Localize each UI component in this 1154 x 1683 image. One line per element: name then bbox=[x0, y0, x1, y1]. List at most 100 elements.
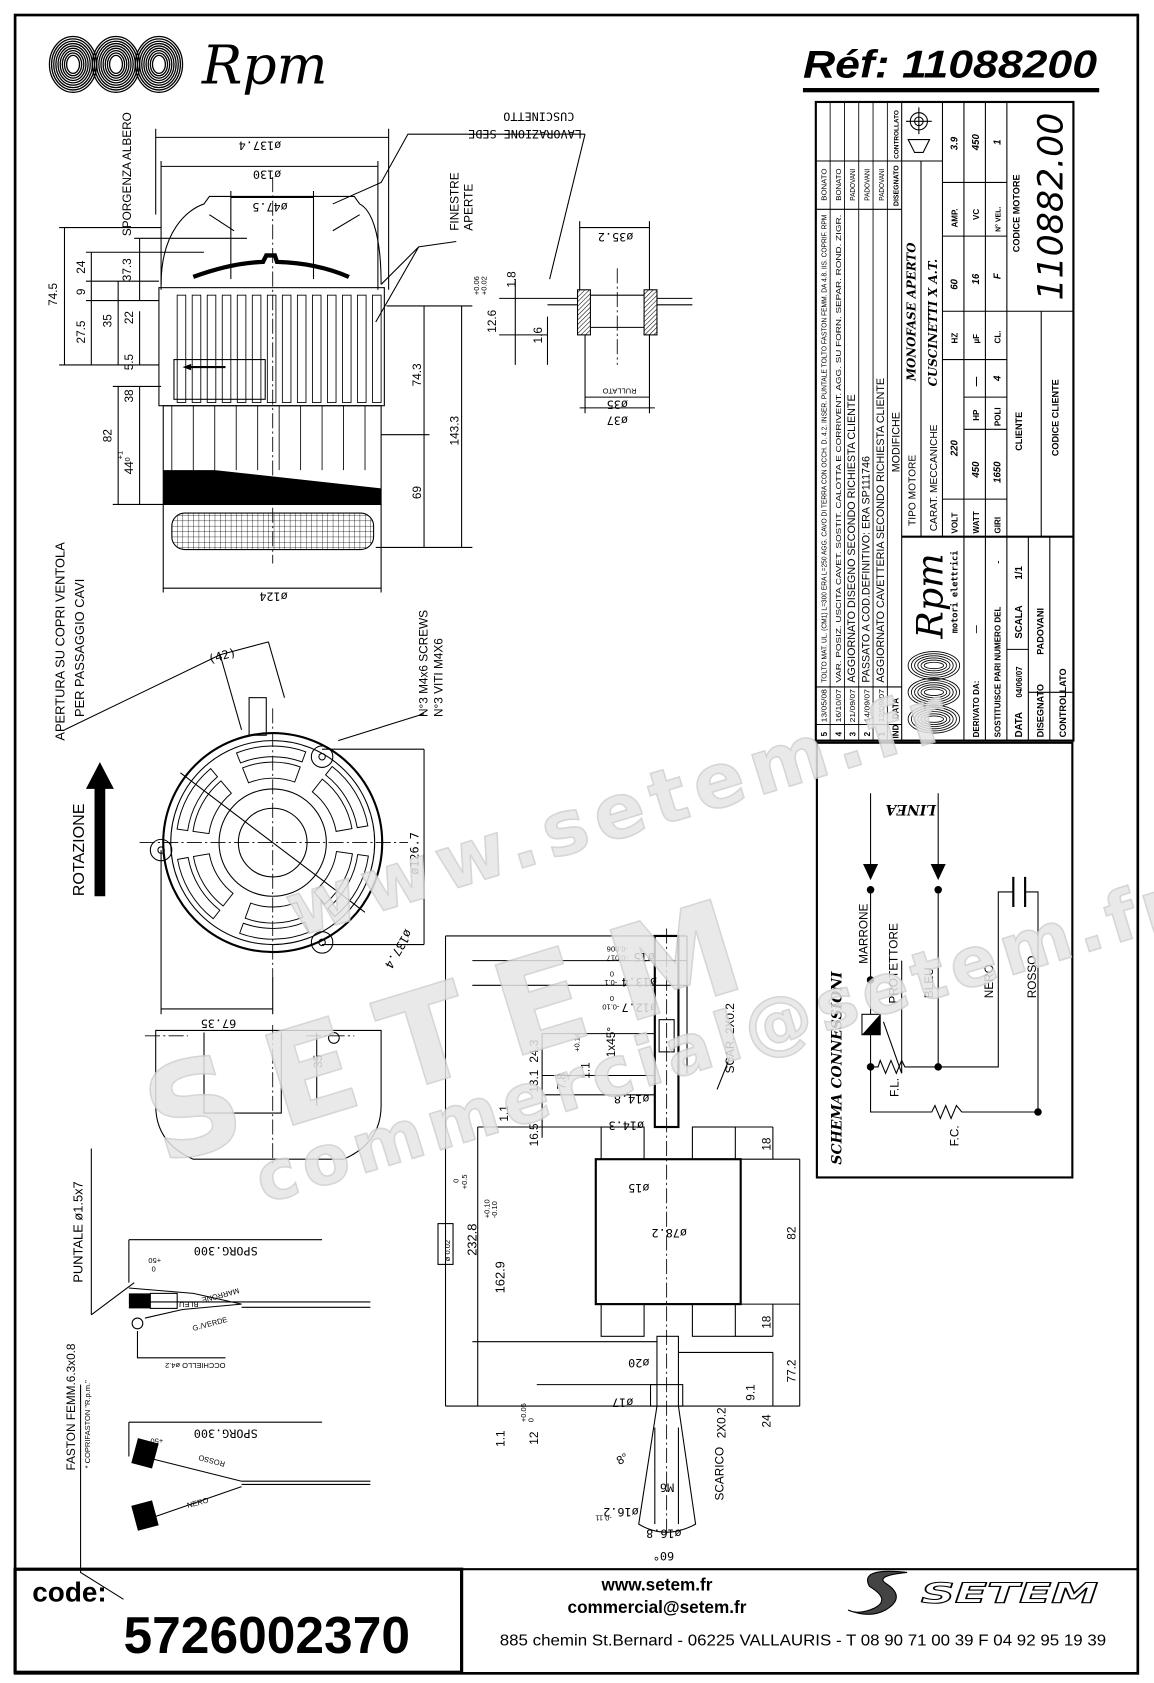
revision-text: TOLTO MAT. UL. (CM1) L=300 ERA L=250 AGG… bbox=[820, 215, 829, 683]
coil-ring bbox=[98, 42, 134, 86]
stator-fin bbox=[296, 294, 307, 403]
stator-fin bbox=[176, 294, 187, 403]
client-code-label: CODICE CLIENTE bbox=[1050, 379, 1060, 456]
dim-tolerance: +0.5 bbox=[460, 1174, 469, 1189]
dim-label: 77.2 bbox=[784, 1359, 798, 1382]
wire-label: ROSSO bbox=[197, 1453, 226, 1469]
dim-label: M6 bbox=[660, 1480, 674, 1494]
revision-text: PASSATO A COD.DEFINITIVO: ERA SP111746 bbox=[860, 456, 872, 683]
fan-slot bbox=[311, 778, 353, 832]
coil-ring bbox=[910, 706, 957, 732]
header-changes: MODIFICHE bbox=[891, 412, 903, 472]
dim-tolerance: 0 bbox=[152, 1265, 156, 1274]
fc-label: F.C. bbox=[948, 1125, 962, 1146]
dim-label: ø15 bbox=[634, 950, 655, 964]
email-link[interactable]: commercial@setem.fr bbox=[568, 1597, 747, 1617]
coil-ring bbox=[100, 45, 132, 84]
stator-fin bbox=[281, 294, 292, 403]
stator-fin bbox=[266, 294, 277, 403]
dim-label: 60° bbox=[653, 1549, 674, 1563]
coil-ring bbox=[63, 52, 83, 77]
dim-label: ø35 bbox=[607, 397, 628, 411]
website-link[interactable]: www.setem.fr bbox=[601, 1575, 713, 1595]
fan-slot bbox=[324, 765, 369, 829]
coil-ring bbox=[59, 47, 87, 82]
revision-date: 12/09/07 bbox=[877, 689, 886, 722]
wire-label-bleu: BLEU bbox=[922, 967, 936, 998]
date-value: 04/06/07 bbox=[1015, 666, 1024, 698]
setem-logo-text: SETEM bbox=[921, 1576, 1098, 1609]
fan-slot bbox=[241, 761, 301, 784]
coil-ring bbox=[108, 54, 124, 75]
dim-tolerance: -0.10 bbox=[490, 1201, 499, 1218]
checked-label: CONTROLLATO bbox=[1058, 668, 1068, 737]
dim-label: ø137.4 bbox=[239, 139, 282, 153]
coil-ring bbox=[102, 47, 130, 82]
motor-type-value: MONOFASE APERTO bbox=[905, 242, 919, 382]
replaces-value: - bbox=[993, 561, 1002, 564]
dim-label: 74.3 bbox=[410, 363, 424, 386]
coil-ring bbox=[141, 42, 177, 86]
revision-date: 16/10/07 bbox=[834, 689, 843, 722]
dim-label: SPORGENZA ALBERO bbox=[120, 112, 134, 236]
spec-value: 1 bbox=[992, 140, 1003, 145]
derived-from-label: DERIVATO DA: bbox=[972, 681, 981, 738]
spec-value: 60 bbox=[949, 278, 960, 289]
dim-tolerance: 0 bbox=[153, 1445, 157, 1454]
dim-tolerance: -0.11 bbox=[595, 1514, 612, 1523]
revision-author: BONATO bbox=[820, 168, 829, 200]
coil-ring bbox=[914, 655, 954, 676]
spec-label: POLI bbox=[993, 407, 1002, 426]
setem-swirl-icon bbox=[847, 1570, 908, 1615]
dim-label: RULLATO bbox=[603, 387, 637, 396]
bearing-seat-detail: ø35.2 RULLATO ø35 ø37 12.6 +0.06 +0.02 1… bbox=[472, 221, 693, 427]
coil-ring bbox=[907, 704, 961, 734]
spec-label: HP bbox=[972, 409, 981, 421]
dim-label: ø14.3 bbox=[609, 1119, 645, 1133]
dim-label: 12.6 bbox=[485, 309, 499, 332]
rotation-label: ROTAZIONE bbox=[70, 803, 88, 896]
coil-ring bbox=[907, 677, 961, 707]
wire-label: NERO bbox=[186, 1496, 209, 1510]
dim-label: 18 bbox=[760, 1315, 774, 1329]
revision-date: 14/09/07 bbox=[862, 689, 871, 722]
stator-fin bbox=[236, 294, 247, 403]
wire-label-nero: NERO bbox=[982, 964, 996, 998]
drawn-value: PADOVANI bbox=[1035, 608, 1045, 655]
dim-label: 2X0.2 bbox=[715, 1407, 729, 1438]
coil-ring bbox=[914, 709, 954, 730]
wire-label: BLEU bbox=[179, 1300, 199, 1309]
dim-label: SPORG.300 bbox=[194, 1244, 258, 1258]
fan-hub-shape bbox=[163, 470, 382, 505]
coil-ring bbox=[57, 45, 89, 84]
projection-symbol-icon bbox=[905, 107, 932, 153]
dim-tolerance: +0.05 bbox=[519, 1403, 528, 1422]
coil-logo-icon bbox=[48, 35, 184, 93]
note-label: N°3 VITI M4X6 bbox=[431, 638, 445, 717]
dim-label: 22 bbox=[122, 311, 136, 324]
motor-code: 110882.00 bbox=[1032, 113, 1072, 301]
coil-ring bbox=[143, 45, 175, 84]
note-label: OCCHIELLO ø4.2 bbox=[165, 1361, 225, 1370]
revision-date: 21/09/07 bbox=[848, 689, 857, 722]
spec-value: 3.9 bbox=[949, 136, 960, 150]
mech-label: CARAT. MECCANICHE bbox=[929, 424, 940, 531]
dim-label: 35 bbox=[311, 1054, 325, 1068]
dim-label: 24 bbox=[760, 1414, 774, 1428]
coil-ring bbox=[149, 52, 169, 77]
rpm-logo: Rpm bbox=[48, 34, 328, 97]
fan-slot bbox=[313, 850, 353, 905]
dim-label: 162.9 bbox=[493, 1261, 508, 1293]
geometric-tolerance: ø 0.02 bbox=[443, 1240, 452, 1261]
dim-label: 24.3 bbox=[527, 1039, 541, 1062]
dim-label: ø35.2 bbox=[598, 230, 634, 244]
dim-tolerance: 0 bbox=[610, 969, 614, 978]
dim-label: ø37 bbox=[607, 413, 628, 427]
dim-label: ø47.5 bbox=[252, 200, 288, 214]
fan-slot bbox=[244, 901, 304, 924]
